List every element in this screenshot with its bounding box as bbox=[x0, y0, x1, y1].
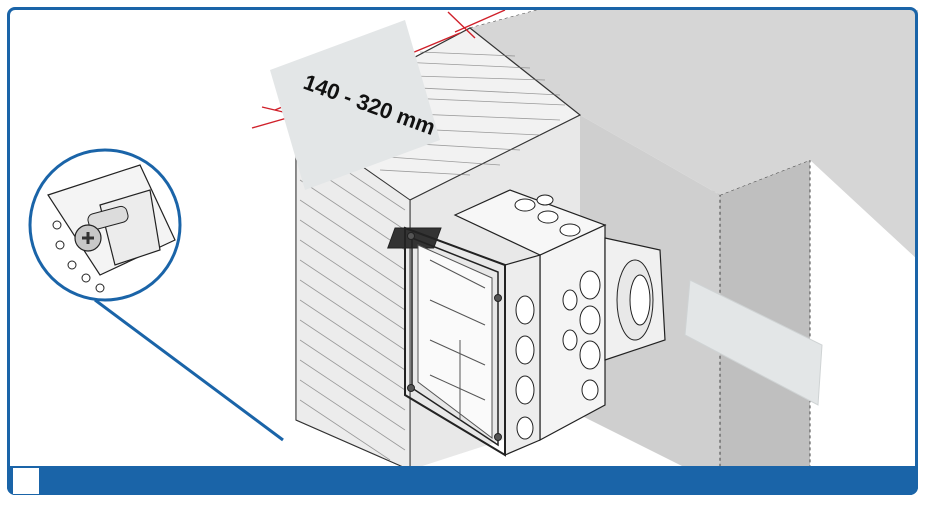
screw-icon bbox=[74, 205, 129, 252]
screw-detail-callout bbox=[28, 148, 284, 442]
diagram-frame bbox=[7, 7, 918, 495]
junction-box-icon bbox=[387, 189, 607, 456]
blank-label-strip bbox=[684, 279, 823, 406]
conduit-fitting bbox=[604, 237, 666, 361]
caption-bar bbox=[7, 466, 918, 495]
dimension-label-plate bbox=[270, 20, 440, 190]
step-indicator-box bbox=[13, 468, 39, 494]
mounting-frame-icon bbox=[404, 226, 506, 457]
